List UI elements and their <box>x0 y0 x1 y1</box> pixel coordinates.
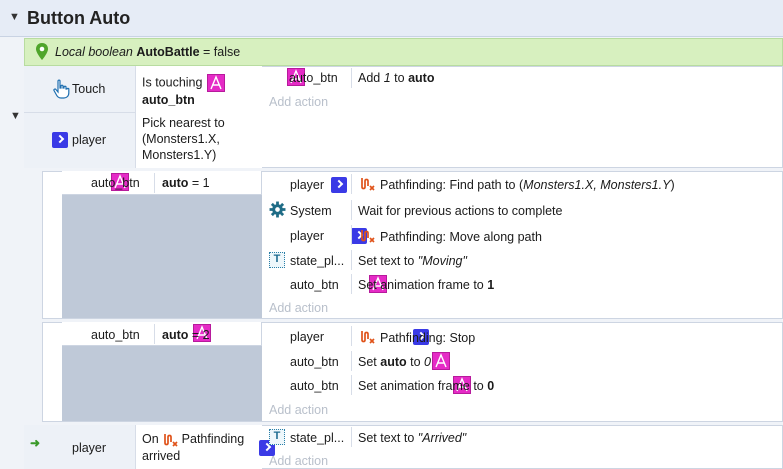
condition-comparison: = 1 <box>191 176 210 190</box>
action-param: "Arrived" <box>417 431 467 445</box>
auto-btn-object-icon <box>206 74 225 92</box>
touch-hand-icon <box>53 79 70 99</box>
sub-event-condition[interactable] <box>62 171 262 195</box>
set-animation-frame-action[interactable]: Set animation frame to 0 <box>358 379 494 393</box>
text-object-icon: T <box>269 252 285 268</box>
auto-btn-object-icon <box>287 68 306 86</box>
auto-btn-object-icon <box>453 376 472 394</box>
variable-value: = false <box>203 45 241 59</box>
condition-comparison: = 2 <box>191 328 210 342</box>
add-action-link[interactable]: Add action <box>269 454 329 468</box>
action-object-name: player <box>290 330 325 344</box>
collapse-triangle-icon[interactable]: ▼ <box>9 11 20 23</box>
move-along-path-action[interactable]: Pathfinding: Move along path <box>380 230 542 244</box>
action-param: 0 <box>424 355 431 369</box>
player-object-icon <box>413 329 430 345</box>
action-text: Set animation frame to <box>358 278 488 292</box>
auto-btn-object-icon <box>192 324 211 342</box>
player-object-name: player <box>72 441 107 455</box>
auto-btn-object-icon <box>431 352 450 370</box>
action-param: "Moving" <box>417 254 467 268</box>
action-text: Set text to <box>358 431 418 445</box>
action-text: ) <box>670 178 675 192</box>
variable-prefix: Local boolean <box>55 45 133 59</box>
action-variable: auto <box>408 71 435 85</box>
sub-event-conditions-area <box>62 346 262 421</box>
variable-name: AutoBattle <box>136 45 200 59</box>
set-auto-action[interactable]: Set auto to 0 <box>358 355 431 369</box>
condition-text: arrived <box>142 448 181 463</box>
action-param: 0 <box>487 379 495 393</box>
local-variable-row[interactable] <box>24 38 783 66</box>
condition-object-name: auto_btn <box>91 328 140 342</box>
auto-btn-object-icon <box>110 173 129 191</box>
event-collapse-icon[interactable]: ▼ <box>10 110 21 122</box>
condition-text: Pathfinding <box>181 432 245 446</box>
action-object-name: state_pl... <box>290 431 345 445</box>
gear-icon <box>269 201 286 218</box>
condition-target: auto_btn <box>142 93 195 107</box>
trigger-arrow-icon: ➜ <box>30 436 41 450</box>
action-row[interactable] <box>263 66 783 90</box>
pathfinding-icon <box>361 178 375 191</box>
action-number: 1 <box>383 71 391 85</box>
player-object-icon <box>331 177 348 193</box>
group-header[interactable] <box>0 0 783 37</box>
condition-variable: auto <box>162 176 189 190</box>
action-object-name: player <box>290 178 325 192</box>
condition-object-name: auto_btn <box>91 176 140 190</box>
player-object-icon <box>52 132 68 148</box>
on-arrived-condition[interactable]: On Pathfinding arrived <box>142 431 244 464</box>
pathfinding-icon <box>361 230 375 243</box>
set-text-action[interactable]: Set text to "Moving" <box>358 254 467 268</box>
action-text: Pathfinding: Find path to ( <box>380 178 524 192</box>
action-object-name: state_pl... <box>290 254 345 268</box>
action-object-name: player <box>290 229 325 243</box>
condition-variable: auto <box>162 328 189 342</box>
action-param: 1 <box>487 278 495 292</box>
action-text: to <box>394 71 405 85</box>
set-animation-frame-action[interactable]: Set animation frame to 1 <box>358 278 494 292</box>
touch-condition[interactable]: Is touching auto_btn <box>142 74 260 108</box>
pathfinding-icon <box>361 331 375 344</box>
text-object-icon: T <box>269 429 285 445</box>
variable-declaration: Local boolean AutoBattle = false <box>55 45 240 59</box>
action-variable: auto <box>380 355 407 369</box>
group-title: Button Auto <box>27 8 131 28</box>
compare-condition[interactable]: auto = 1 <box>162 176 210 190</box>
condition-text: Is touching <box>142 75 203 90</box>
set-text-action[interactable]: Set text to "Arrived" <box>358 431 466 445</box>
action-text: Set text to <box>358 254 418 268</box>
action-object-name: auto_btn <box>289 71 338 85</box>
find-path-action[interactable]: Pathfinding: Find path to (Monsters1.X, … <box>380 178 675 192</box>
add-action-link[interactable]: Add action <box>269 301 329 315</box>
action-object-name: auto_btn <box>290 278 339 292</box>
action-text: Add <box>358 71 381 85</box>
touch-object-name: Touch <box>72 82 106 96</box>
action-params: Monsters1.X, Monsters1.Y <box>523 178 671 192</box>
pathfinding-stop-action[interactable]: Pathfinding: Stop <box>380 331 476 345</box>
action-object-name: auto_btn <box>290 355 339 369</box>
action-object-name: System <box>290 204 332 218</box>
action-text: Set <box>358 355 381 369</box>
sub-event-condition[interactable] <box>62 322 262 346</box>
player-object-name: player <box>72 133 107 147</box>
pathfinding-icon <box>164 433 178 447</box>
sub-event-conditions-area <box>62 195 262 318</box>
pick-nearest-condition[interactable]: Pick nearest to (Monsters1.X, Monsters1.… <box>142 116 225 162</box>
add-to-auto-action[interactable]: Add 1 to auto <box>358 71 434 85</box>
compare-condition[interactable]: auto = 2 <box>162 328 210 342</box>
location-pin-icon <box>36 43 48 60</box>
auto-btn-object-icon <box>369 275 388 293</box>
action-text: to <box>406 355 425 369</box>
condition-text: On <box>142 432 159 446</box>
add-action-link[interactable]: Add action <box>269 95 329 109</box>
action-text: Set animation frame to <box>358 379 488 393</box>
add-action-link[interactable]: Add action <box>269 403 329 417</box>
action-object-name: auto_btn <box>290 379 339 393</box>
wait-action[interactable]: Wait for previous actions to complete <box>358 204 563 218</box>
